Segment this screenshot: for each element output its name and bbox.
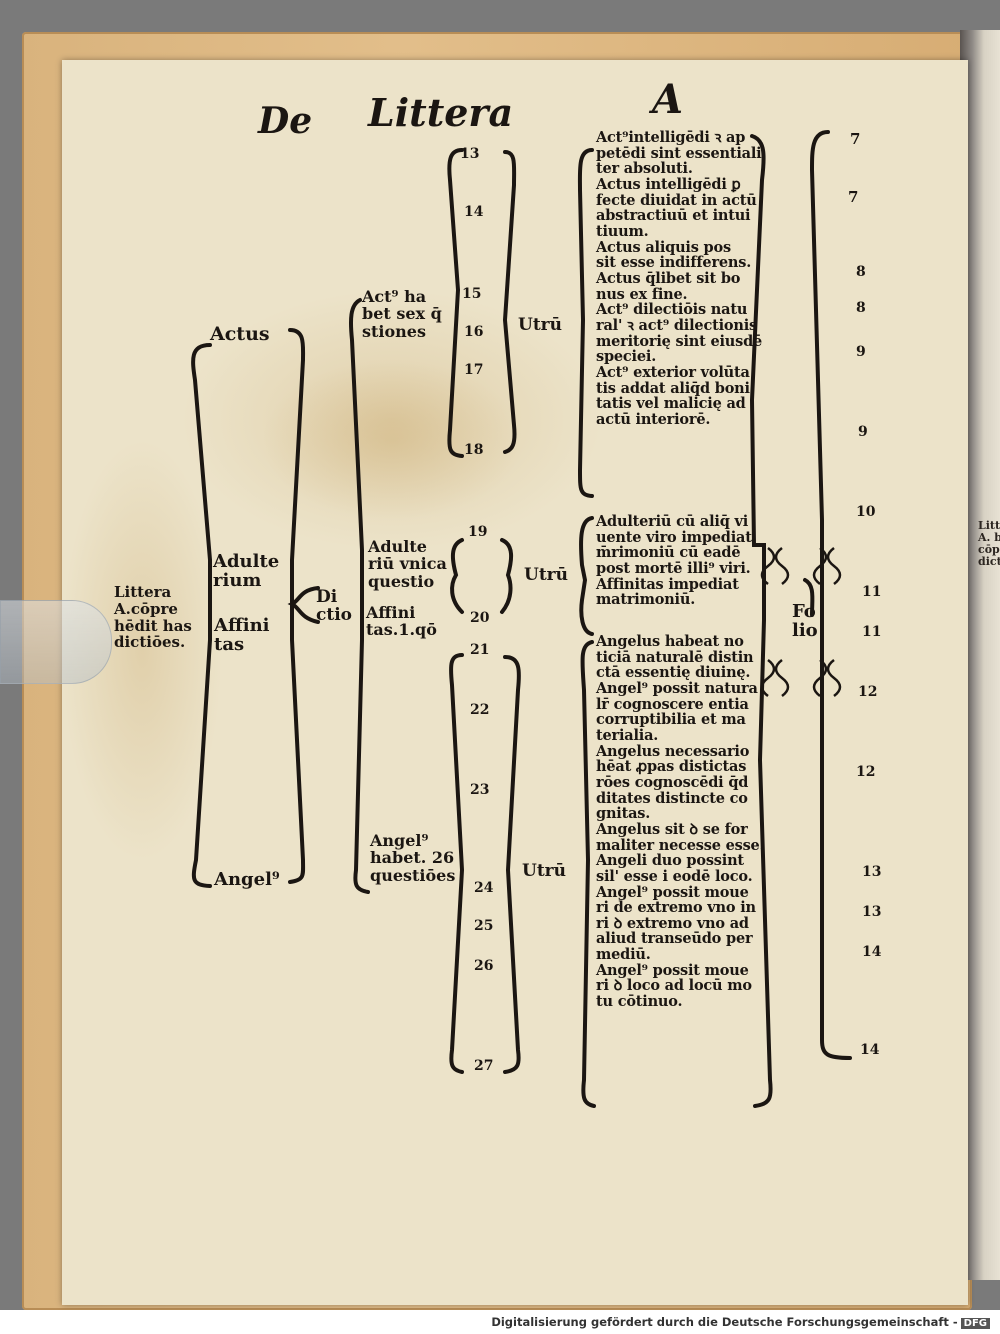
brace-utrum-adult: [581, 518, 592, 634]
level1-angelus: Angel⁹: [214, 870, 280, 889]
question-number: 19: [468, 524, 487, 540]
entries-angelus: Angelus habeat no ticiā naturalē distin …: [596, 634, 764, 1010]
question-number: 22: [470, 702, 489, 718]
footer-bar: Digitalisierung gefördert durch die Deut…: [0, 1310, 1000, 1334]
folio-number: 14: [860, 1042, 879, 1058]
level1-affinitas: Affini tas: [214, 616, 270, 655]
entries-adulterium: Adulteriū cū aliq̄ vi uente viro impedia…: [596, 514, 752, 608]
folio-number: 13: [862, 904, 881, 920]
folio-number: 11: [862, 624, 881, 640]
brace-q-actus-left: [449, 150, 462, 456]
folio-number: 9: [858, 424, 868, 440]
folio-number: 7: [850, 130, 860, 148]
brace-dictio: [351, 300, 368, 892]
question-number: 16: [464, 324, 483, 340]
question-number: 26: [474, 958, 493, 974]
folio-number: 12: [856, 764, 875, 780]
question-number: 27: [474, 1058, 493, 1074]
level2-adulterium: Adulte riū vnica questio: [368, 538, 447, 590]
folio-number: 13: [862, 864, 881, 880]
question-number: 25: [474, 918, 493, 934]
utrum-label-angelus: Utrū: [522, 862, 566, 880]
dfg-logo: DFG: [961, 1318, 990, 1329]
question-number: 14: [464, 204, 483, 220]
root-label: Littera A.cōpre hēdit has dictiōes.: [114, 584, 192, 651]
question-number: 21: [470, 642, 489, 658]
folio-number: 9: [856, 344, 866, 360]
brace-q-angel-right: [505, 657, 519, 1072]
footer-credit: Digitalisierung gefördert durch die Deut…: [491, 1315, 990, 1329]
brace-folio-left: [812, 132, 850, 1058]
knot-ornament: [762, 660, 788, 696]
level2-actus: Act⁹ ha bet sex q̄ stiones: [362, 288, 442, 340]
brace-q-adult-right: [502, 540, 511, 612]
folio-number: 8: [856, 264, 866, 280]
brace-q-adult-left: [452, 540, 462, 612]
brace-q-actus-right: [505, 152, 515, 452]
question-number: 13: [460, 146, 479, 162]
question-number: 17: [464, 362, 483, 378]
level1-actus: Actus: [210, 324, 270, 345]
question-number: 15: [462, 286, 481, 302]
folio-number: 10: [856, 504, 875, 520]
brace-root: [292, 588, 318, 622]
folio-number: 7: [848, 188, 858, 206]
question-number: 18: [464, 442, 483, 458]
question-number: 24: [474, 880, 493, 896]
brace-level1-left: [193, 345, 210, 886]
level1-adulterium: Adulte rium: [213, 552, 279, 591]
brace-utrum-actus: [580, 150, 592, 496]
folio-number: 8: [856, 300, 866, 316]
entries-actus: Act⁹intelligēdi ꝛ ap petēdi sint essenti…: [596, 130, 762, 427]
utrum-label-actus: Utrū: [518, 316, 562, 334]
dictio-label: Di ctio: [316, 588, 352, 625]
question-number: 23: [470, 782, 489, 798]
brace-utrum-angel: [582, 642, 594, 1106]
folio-number: 14: [862, 944, 881, 960]
folio-label: Fo lio: [792, 602, 818, 641]
footer-text: Digitalisierung gefördert durch die Deut…: [491, 1315, 957, 1329]
utrum-label-adulterium: Utrū: [524, 566, 568, 584]
folio-number: 12: [858, 684, 877, 700]
question-number: 20: [470, 610, 489, 626]
level2-angelus: Angel⁹ habet. 26 questiōes: [370, 832, 455, 884]
level2-affinitas: Affini tas.1.qō: [366, 604, 437, 639]
knot-ornament: [814, 660, 840, 696]
knot-ornament: [814, 548, 840, 584]
folio-number: 11: [862, 584, 881, 600]
